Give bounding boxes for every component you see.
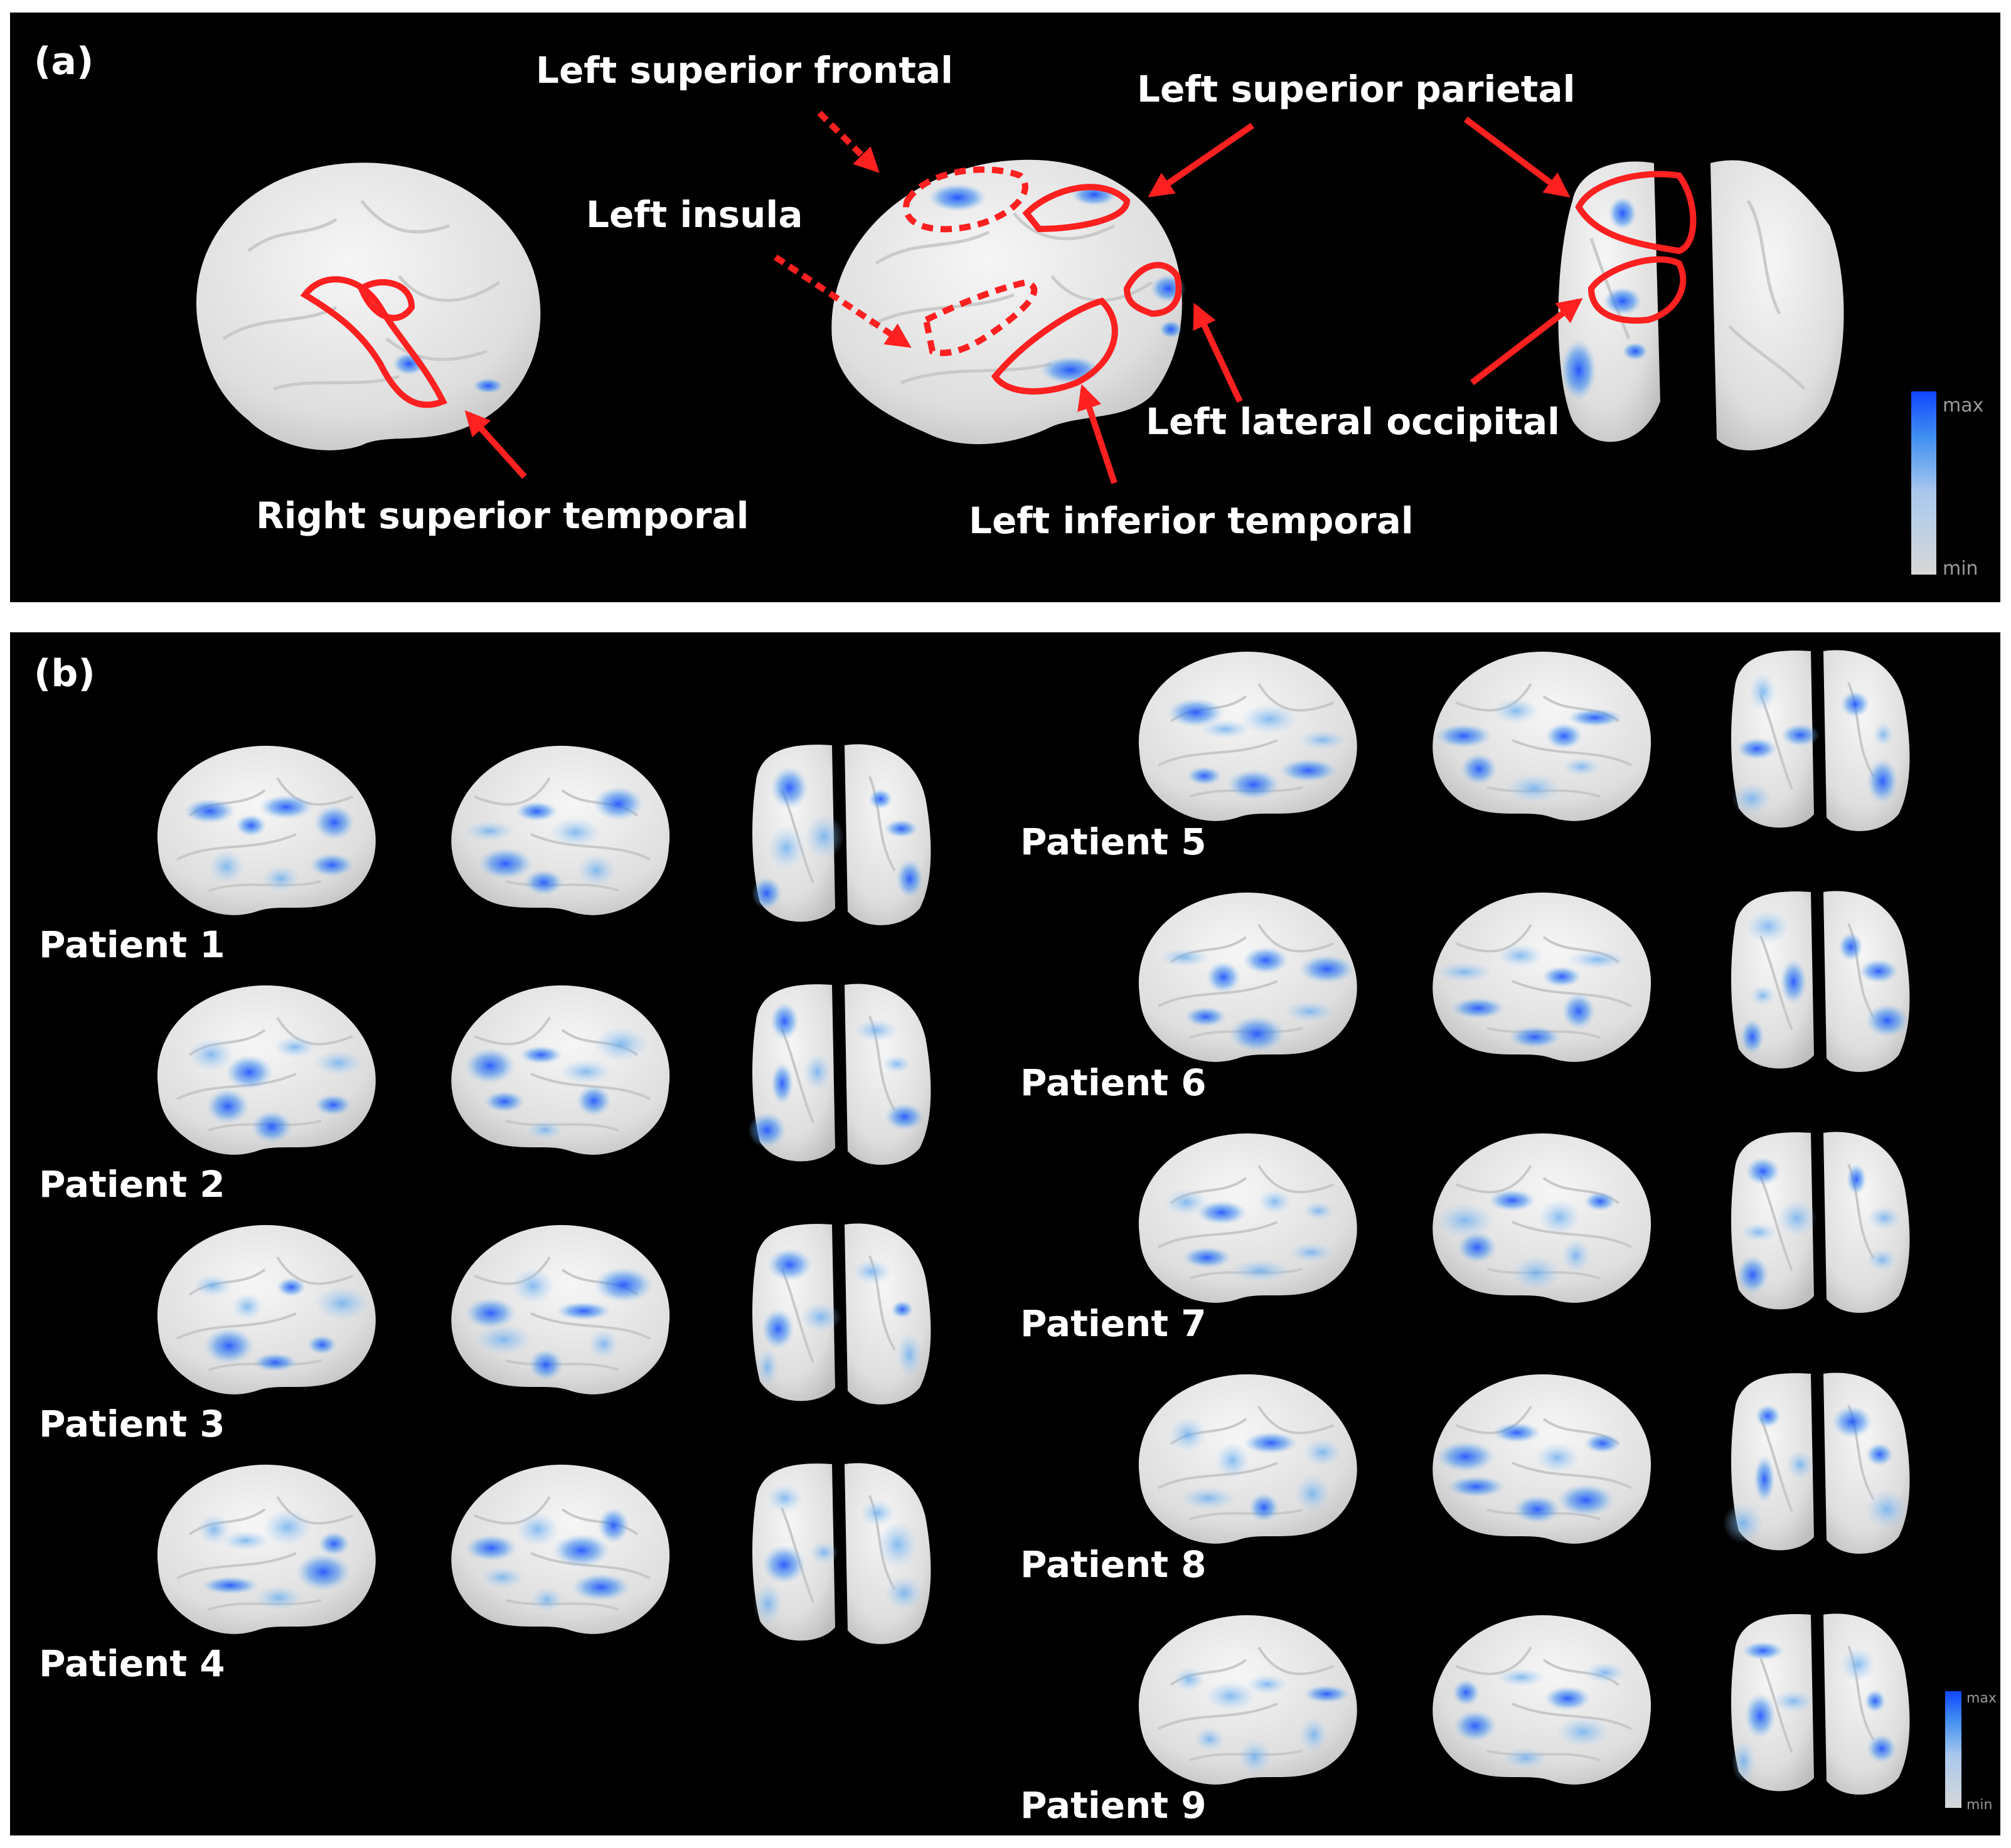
patient-brain-left-lateral	[1432, 1133, 1651, 1303]
patient-brain-posterior	[1731, 891, 1910, 1072]
patient-brain-left-lateral	[451, 1224, 670, 1394]
patient-label: Patient 7	[1020, 1302, 1207, 1345]
patient-brain-posterior	[752, 744, 931, 925]
patient-label: Patient 2	[39, 1163, 225, 1206]
patient-brain-posterior	[752, 1223, 931, 1405]
patient-brain-right-lateral	[1138, 651, 1357, 821]
patient-brain-posterior	[1731, 1132, 1910, 1313]
patient-brain-right-lateral	[157, 985, 376, 1155]
patient-brain-left-lateral	[1432, 892, 1651, 1062]
label-left-inferior-temporal: Left inferior temporal	[969, 499, 1414, 542]
patient-brain-right-lateral	[1138, 892, 1357, 1062]
colorbar-min-label: min	[1966, 1797, 1993, 1813]
patient-brain-right-lateral	[1138, 1374, 1357, 1544]
patient-brain-right-lateral	[157, 1464, 376, 1634]
colorbar-min-label: min	[1943, 558, 1978, 580]
panel-a-letter: (a)	[34, 40, 93, 83]
patient-brain-grid	[157, 650, 1910, 1795]
panel-a: (a)	[10, 13, 2000, 602]
brain-posterior	[1558, 160, 1844, 450]
patient-label: Patient 4	[39, 1642, 225, 1685]
patient-brain-posterior	[1731, 650, 1910, 831]
colorbar-max-label: max	[1966, 1691, 1997, 1706]
patient-brain-posterior	[748, 984, 931, 1165]
patient-brain-left-lateral	[1432, 1374, 1651, 1544]
colorbar-gradient	[1911, 391, 1936, 575]
patient-brain-right-lateral	[1138, 1615, 1357, 1785]
patient-label: Patient 8	[1020, 1543, 1207, 1586]
annotation-arrows	[464, 110, 1583, 484]
patient-label: Patient 5	[1020, 820, 1207, 863]
patient-brain-right-lateral	[157, 1224, 376, 1394]
panel-a-colorbar: max min	[1911, 391, 1983, 580]
patient-brain-right-lateral	[1138, 1133, 1357, 1303]
patient-brain-left-lateral	[1432, 651, 1651, 821]
patient-brain-left-lateral	[451, 985, 670, 1155]
patient-label: Patient 1	[39, 923, 225, 966]
patient-brain-right-lateral	[157, 745, 376, 915]
panel-b-letter: (b)	[34, 652, 95, 696]
patient-brain-left-lateral	[451, 745, 670, 915]
panel-b-figure: (b) Patient 1 Patient 2 Patient 3 Patien…	[34, 650, 1997, 1827]
patient-brain-posterior	[1722, 1373, 1910, 1554]
patient-label: Patient 9	[1020, 1784, 1207, 1827]
patient-label: Patient 6	[1020, 1061, 1207, 1104]
label-left-insula: Left insula	[586, 193, 803, 236]
patient-brain-left-lateral	[1432, 1615, 1651, 1785]
patient-brain-left-lateral	[451, 1464, 670, 1634]
panel-b-colorbar: max min	[1945, 1691, 1997, 1813]
panel-a-figure: (a)	[34, 40, 1983, 580]
label-left-superior-parietal: Left superior parietal	[1137, 68, 1575, 110]
panel-b: (b) Patient 1 Patient 2 Patient 3 Patien…	[10, 632, 2000, 1835]
label-right-superior-temporal: Right superior temporal	[256, 494, 749, 537]
colorbar-gradient	[1945, 1691, 1961, 1808]
brain-left-lateral	[831, 159, 1186, 445]
patient-brain-posterior	[752, 1463, 931, 1644]
patient-brain-posterior	[1731, 1613, 1910, 1795]
label-left-superior-frontal: Left superior frontal	[536, 49, 953, 92]
colorbar-max-label: max	[1943, 395, 1983, 417]
patient-label: Patient 3	[39, 1403, 225, 1445]
label-left-lateral-occipital: Left lateral occipital	[1146, 400, 1560, 443]
brain-right-lateral	[196, 162, 541, 450]
